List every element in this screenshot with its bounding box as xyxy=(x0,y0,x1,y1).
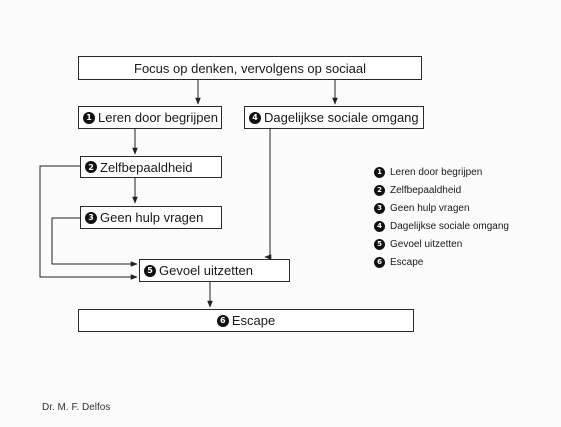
legend-item: 6 Escape xyxy=(374,253,509,271)
node-5-label: Gevoel uitzetten xyxy=(159,263,253,278)
author-credit: Dr. M. F. Delfos xyxy=(42,402,111,413)
header-node: Focus op denken, vervolgens op sociaal xyxy=(78,56,422,80)
legend-badge: 4 xyxy=(374,220,385,232)
node-2: 2 Zelfbepaaldheid xyxy=(80,156,222,178)
legend-item: 2 Zelfbepaaldheid xyxy=(374,181,509,199)
legend-label: Leren door begrijpen xyxy=(390,166,483,178)
legend-item: 3 Geen hulp vragen xyxy=(374,199,509,217)
node-2-badge: 2 xyxy=(85,161,97,173)
legend-label: Dagelijkse sociale omgang xyxy=(390,220,509,232)
legend-item: 4 Dagelijkse sociale omgang xyxy=(374,217,509,235)
node-4-label: Dagelijkse sociale omgang xyxy=(264,110,419,125)
edge-4-to-5 xyxy=(264,129,272,260)
node-2-label: Zelfbepaaldheid xyxy=(100,159,193,175)
node-6: 6 Escape xyxy=(78,309,414,332)
legend: 1 Leren door begrijpen 2 Zelfbepaaldheid… xyxy=(374,163,509,271)
node-1: 1 Leren door begrijpen xyxy=(78,106,222,129)
legend-item: 5 Gevoel uitzetten xyxy=(374,235,509,253)
edge-2-to-5 xyxy=(39,165,138,280)
node-4: 4 Dagelijkse sociale omgang xyxy=(244,106,424,129)
node-1-badge: 1 xyxy=(83,111,95,124)
edge-3-to-5 xyxy=(51,217,138,267)
legend-badge: 6 xyxy=(374,256,385,268)
node-6-label: Escape xyxy=(231,313,276,328)
node-3-badge: 3 xyxy=(85,211,97,224)
legend-badge: 1 xyxy=(374,166,385,178)
node-3: 3 Geen hulp vragen xyxy=(80,206,222,229)
node-4-badge: 4 xyxy=(249,111,261,124)
header-node-label: Focus op denken, vervolgens op sociaal xyxy=(134,60,366,76)
legend-label: Gevoel uitzetten xyxy=(390,238,463,250)
node-5-badge: 5 xyxy=(144,264,156,277)
legend-badge: 3 xyxy=(374,202,385,214)
legend-label: Zelfbepaaldheid xyxy=(390,184,462,196)
node-3-label: Geen hulp vragen xyxy=(100,210,204,225)
legend-badge: 5 xyxy=(374,238,385,250)
node-1-label: Leren door begrijpen xyxy=(98,110,218,125)
legend-badge: 2 xyxy=(374,184,385,196)
legend-item: 1 Leren door begrijpen xyxy=(374,163,509,181)
node-6-badge: 6 xyxy=(216,314,229,327)
legend-label: Escape xyxy=(390,256,424,268)
node-5: 5 Gevoel uitzetten xyxy=(139,259,290,282)
legend-label: Geen hulp vragen xyxy=(390,202,470,214)
